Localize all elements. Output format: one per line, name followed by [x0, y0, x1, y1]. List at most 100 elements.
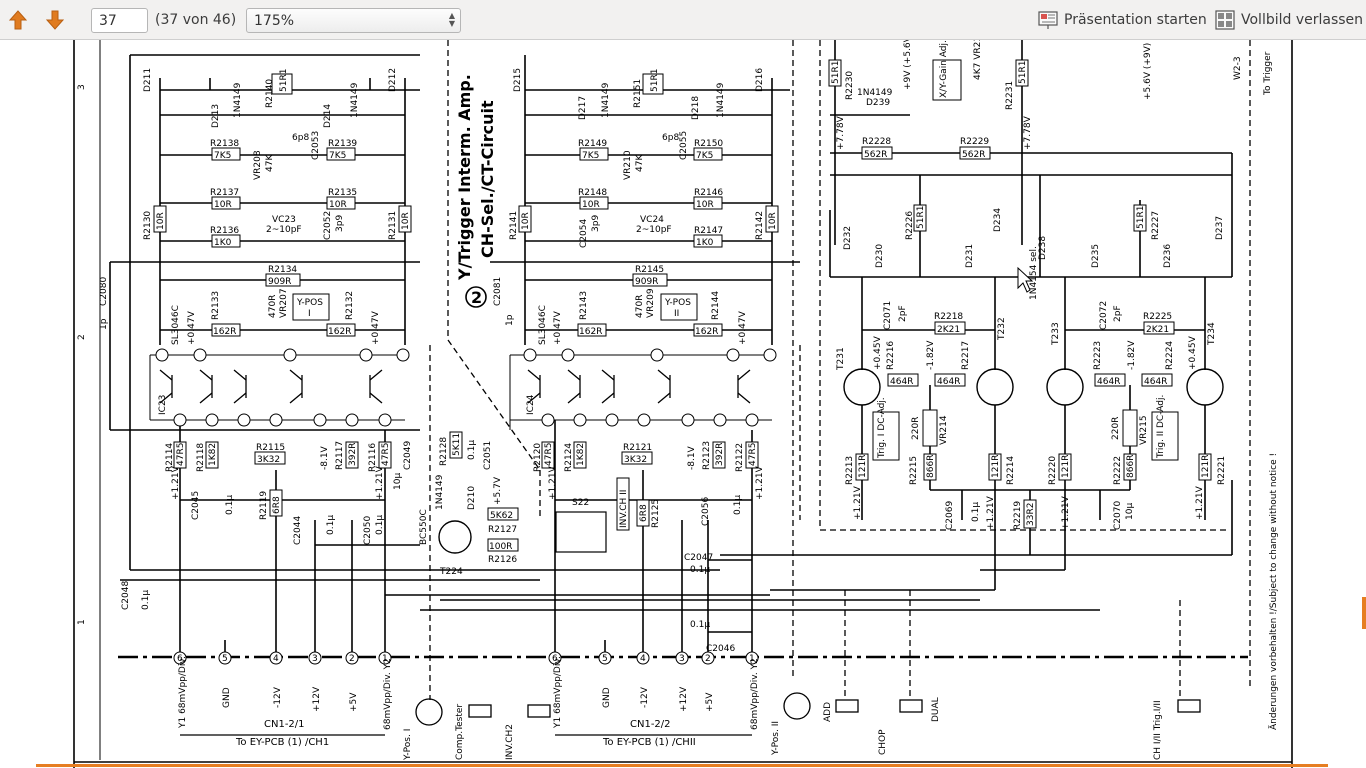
middle-component-group: 51R1 R2151 D215 D216 D217 D218 1N4149 1N… — [493, 68, 779, 654]
page-number-input[interactable] — [91, 8, 148, 33]
svg-text:2: 2 — [705, 654, 711, 664]
svg-text:0.1µ: 0.1µ — [225, 495, 235, 515]
svg-text:+1.21V: +1.21V — [548, 465, 558, 500]
presentation-icon — [1038, 11, 1058, 29]
svg-text:47R5: 47R5 — [748, 443, 758, 466]
svg-text:SL3046C: SL3046C — [171, 305, 181, 345]
svg-text:R2139: R2139 — [328, 139, 357, 149]
next-page-button[interactable] — [40, 5, 70, 35]
svg-text:R2116: R2116 — [368, 443, 378, 472]
connector-pin — [745, 651, 759, 665]
svg-text:VR215: VR215 — [1139, 415, 1149, 445]
svg-text:R2137: R2137 — [210, 188, 239, 198]
svg-text:C2053: C2053 — [311, 131, 321, 160]
svg-text:R2215: R2215 — [909, 456, 919, 485]
connector-pin — [173, 651, 187, 665]
svg-text:+0.47V: +0.47V — [738, 310, 748, 345]
svg-text:51R1: 51R1 — [916, 206, 926, 229]
svg-text:DUAL: DUAL — [931, 697, 941, 722]
svg-text:5: 5 — [222, 654, 228, 664]
document-view[interactable]: Y/Trigger Interm. Amp. CH-Sel./CT-Circui… — [0, 40, 1366, 768]
svg-text:CN1-2/2: CN1-2/2 — [630, 719, 671, 730]
svg-text:ADD: ADD — [823, 702, 833, 722]
svg-text:3p9: 3p9 — [335, 215, 345, 232]
svg-text:C2070: C2070 — [1113, 501, 1123, 530]
svg-text:R2131: R2131 — [388, 211, 398, 240]
spin-arrows-icon: ▲▼ — [448, 11, 455, 28]
svg-text:R2213: R2213 — [845, 456, 855, 485]
svg-text:+1.21V: +1.21V — [171, 465, 181, 500]
svg-text:+1.21V: +1.21V — [755, 465, 765, 500]
start-presentation-button[interactable]: Präsentation starten — [1038, 8, 1207, 32]
viewer-toolbar: (37 von 46) 175% ▲▼ Präsentation starten… — [0, 0, 1366, 40]
svg-text:Y-Pos. II: Y-Pos. II — [771, 721, 781, 756]
svg-text:-8.1V: -8.1V — [687, 445, 697, 470]
svg-text:CN1-2/1: CN1-2/1 — [264, 719, 305, 730]
svg-text:10R: 10R — [329, 200, 347, 210]
svg-text:121R: 121R — [991, 455, 1001, 478]
svg-text:D236: D236 — [1163, 244, 1173, 268]
svg-text:BC550C: BC550C — [419, 509, 429, 545]
connector-mid-group: 6 5 4 3 2 1 Y1 68mVpp/Div. GND -12V +12V… — [548, 651, 760, 748]
svg-text:X/Y-Gain Adj.: X/Y-Gain Adj. — [939, 40, 949, 98]
arrow-up-icon — [8, 10, 28, 30]
svg-text:162R: 162R — [695, 327, 718, 337]
svg-text:1p: 1p — [99, 318, 109, 330]
svg-text:C2048: C2048 — [121, 581, 131, 610]
svg-text:D210: D210 — [467, 486, 477, 510]
svg-text:1K82: 1K82 — [208, 443, 218, 466]
svg-text:R2130: R2130 — [143, 211, 153, 240]
svg-text:R2128: R2128 — [439, 437, 449, 466]
svg-text:47K: 47K — [265, 154, 275, 172]
svg-text:+0.45V: +0.45V — [1188, 335, 1198, 370]
svg-text:Trig. I DC-Adj.: Trig. I DC-Adj. — [877, 397, 887, 459]
svg-text:464R: 464R — [890, 377, 913, 387]
svg-text:Y-POS: Y-POS — [296, 298, 323, 308]
svg-text:+9V (+5.6V): +9V (+5.6V) — [903, 40, 913, 90]
zoom-select[interactable]: 175% ▲▼ — [246, 8, 461, 33]
connector-pin — [675, 651, 689, 665]
svg-text:562R: 562R — [864, 150, 887, 160]
svg-text:VR210: VR210 — [623, 150, 633, 180]
svg-text:121R: 121R — [858, 455, 868, 478]
svg-text:R2144: R2144 — [711, 291, 721, 320]
svg-text:R2230: R2230 — [845, 71, 855, 100]
start-presentation-label: Präsentation starten — [1064, 12, 1207, 28]
svg-text:C2056: C2056 — [701, 497, 711, 526]
svg-text:D211: D211 — [143, 68, 153, 92]
svg-text:162R: 162R — [579, 327, 602, 337]
svg-text:R2227: R2227 — [1151, 211, 1161, 240]
exit-fullscreen-button[interactable]: Vollbild verlassen — [1215, 8, 1363, 32]
page-count-label: (37 von 46) — [155, 12, 237, 28]
scroll-indicator[interactable] — [1362, 597, 1366, 629]
svg-text:R2220: R2220 — [1048, 456, 1058, 485]
svg-text:C2055: C2055 — [679, 131, 689, 160]
svg-text:Y1 68mVpp/Div.: Y1 68mVpp/Div. — [178, 656, 188, 729]
svg-text:Änderungen vorbehalten !/Subje: Änderungen vorbehalten !/Subject to chan… — [1268, 453, 1279, 730]
svg-text:R2121: R2121 — [623, 443, 652, 453]
svg-text:R2228: R2228 — [862, 137, 891, 147]
connector-pin — [548, 651, 562, 665]
svg-text:C2049: C2049 — [403, 441, 413, 470]
svg-text:GND: GND — [602, 687, 612, 708]
svg-text:+1.21V: +1.21V — [1061, 495, 1071, 530]
connector-pin — [636, 651, 650, 665]
svg-text:R2136: R2136 — [210, 226, 239, 236]
connector-pin — [701, 651, 715, 665]
svg-text:2K21: 2K21 — [937, 325, 960, 335]
connector-pin — [269, 651, 283, 665]
previous-page-button[interactable] — [3, 5, 33, 35]
svg-text:1K0: 1K0 — [696, 238, 714, 248]
mouse-cursor-icon — [1017, 266, 1034, 293]
svg-text:464R: 464R — [937, 377, 960, 387]
svg-text:VC24: VC24 — [640, 215, 664, 225]
svg-text:II: II — [674, 309, 679, 319]
svg-text:R2218: R2218 — [934, 312, 963, 322]
svg-text:7K5: 7K5 — [214, 151, 231, 161]
svg-text:R2226: R2226 — [905, 211, 915, 240]
svg-text:0.1µ: 0.1µ — [690, 565, 710, 575]
svg-text:R2221: R2221 — [1217, 456, 1227, 485]
svg-text:+12V: +12V — [312, 686, 322, 712]
svg-text:0.1µ: 0.1µ — [467, 440, 477, 460]
svg-text:+7.78V: +7.78V — [1023, 115, 1033, 150]
